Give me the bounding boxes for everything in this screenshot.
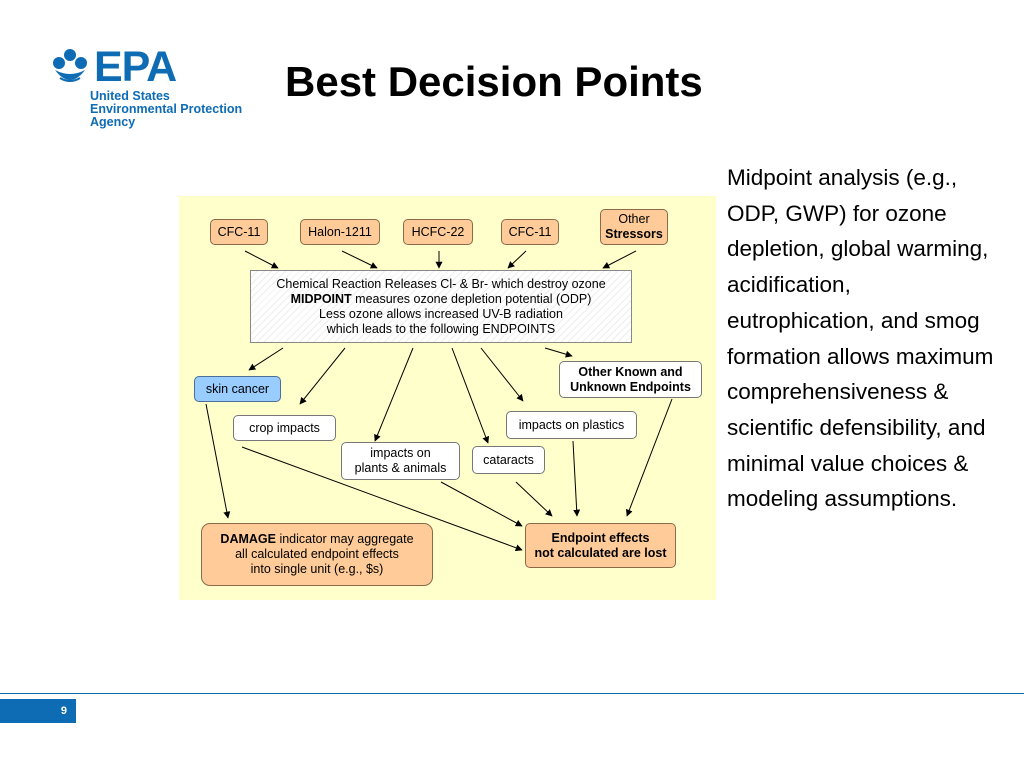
epa-flower-icon bbox=[53, 49, 87, 82]
arrow-midpoint-plants bbox=[374, 347, 414, 442]
lost-line-2: not calculated are lost bbox=[534, 545, 667, 560]
epa-abbreviation: EPA bbox=[94, 43, 177, 91]
stressor-cfc11: CFC-11 bbox=[210, 219, 268, 245]
arrow-halon-midpoint bbox=[341, 250, 378, 269]
other-endpoints-box: Other Known and Unknown Endpoints bbox=[559, 361, 702, 398]
arrow-midpoint-other-endpoints bbox=[544, 347, 573, 358]
midpoint-line-2-text: measures ozone depletion potential (ODP) bbox=[351, 291, 592, 306]
stressor-hcfc22: HCFC-22 bbox=[403, 219, 473, 245]
damage-line-1-text: indicator may aggregate bbox=[275, 532, 414, 546]
arrow-plants-lost bbox=[440, 481, 523, 527]
damage-indicator-box: DAMAGE indicator may aggregate all calcu… bbox=[201, 523, 433, 586]
arrow-midpoint-plastics bbox=[480, 347, 524, 402]
damage-line-1: DAMAGE indicator may aggregate bbox=[220, 532, 413, 547]
arrow-crop-lost bbox=[241, 446, 523, 552]
footer-rule bbox=[0, 693, 1024, 694]
midpoint-analysis-text: Midpoint analysis (e.g., ODP, GWP) for o… bbox=[727, 165, 994, 512]
decision-points-diagram: CFC-11 Halon-1211 HCFC-22 CFC-11 Other S… bbox=[179, 196, 716, 600]
damage-line-2: all calculated endpoint effects bbox=[235, 547, 399, 561]
endpoint-effects-lost-box: Endpoint effects not calculated are lost bbox=[525, 523, 676, 568]
midpoint-line-3: Less ozone allows increased UV-B radiati… bbox=[319, 306, 563, 321]
plants-animals-line-1: impacts on bbox=[370, 446, 431, 460]
other-endpoints-line-2: Unknown Endpoints bbox=[570, 379, 691, 394]
damage-line-3: into single unit (e.g., $s) bbox=[250, 562, 384, 576]
plastics-impacts-box: impacts on plastics bbox=[506, 411, 637, 439]
stressor-halon1211: Halon-1211 bbox=[300, 219, 380, 245]
midpoint-label: MIDPOINT bbox=[290, 291, 352, 306]
arrow-cfc11b-midpoint bbox=[507, 250, 527, 269]
slide-title: Best Decision Points bbox=[285, 58, 703, 105]
arrow-skin-damage bbox=[205, 403, 231, 519]
logo-line-3: Agency bbox=[90, 115, 136, 129]
arrow-cataracts-lost bbox=[515, 481, 553, 517]
plants-animals-line-2: plants & animals bbox=[354, 461, 447, 475]
midpoint-line-4: which leads to the following ENDPOINTS bbox=[326, 321, 556, 336]
epa-logo: EPA United States Environmental Protecti… bbox=[50, 43, 250, 130]
arrow-other-midpoint bbox=[602, 250, 637, 269]
midpoint-line-1: Chemical Reaction Releases Cl- & Br- whi… bbox=[276, 276, 606, 291]
diagram-arrows bbox=[205, 250, 673, 552]
arrow-plastics-lost bbox=[572, 440, 581, 517]
arrow-midpoint-crop bbox=[299, 347, 346, 405]
arrow-other-endpoints-lost bbox=[625, 398, 673, 517]
stressor-cfc11-second: CFC-11 bbox=[501, 219, 559, 245]
damage-label: DAMAGE bbox=[220, 532, 276, 546]
arrow-midpoint-skin bbox=[248, 347, 284, 371]
lost-line-1: Endpoint effects bbox=[551, 530, 650, 545]
page-number: 9 bbox=[0, 699, 76, 723]
other-stressors-line-2: Stressors bbox=[605, 227, 663, 241]
arrow-cfc11-midpoint bbox=[244, 250, 279, 269]
skin-cancer-box: skin cancer bbox=[194, 376, 281, 402]
other-endpoints-line-1: Other Known and bbox=[578, 364, 683, 379]
other-stressors-line-1: Other bbox=[618, 212, 650, 226]
logo-line-1: United States bbox=[90, 89, 170, 103]
arrow-midpoint-cataracts bbox=[451, 347, 490, 444]
stressor-other: Other Stressors bbox=[600, 209, 668, 245]
logo-line-2: Environmental Protection bbox=[90, 102, 243, 116]
plants-animals-box: impacts on plants & animals bbox=[341, 442, 460, 480]
crop-impacts-box: crop impacts bbox=[233, 415, 336, 441]
midpoint-line-2: MIDPOINT measures ozone depletion potent… bbox=[291, 292, 592, 307]
cataracts-box: cataracts bbox=[472, 446, 545, 474]
midpoint-box: Chemical Reaction Releases Cl- & Br- whi… bbox=[250, 270, 632, 343]
